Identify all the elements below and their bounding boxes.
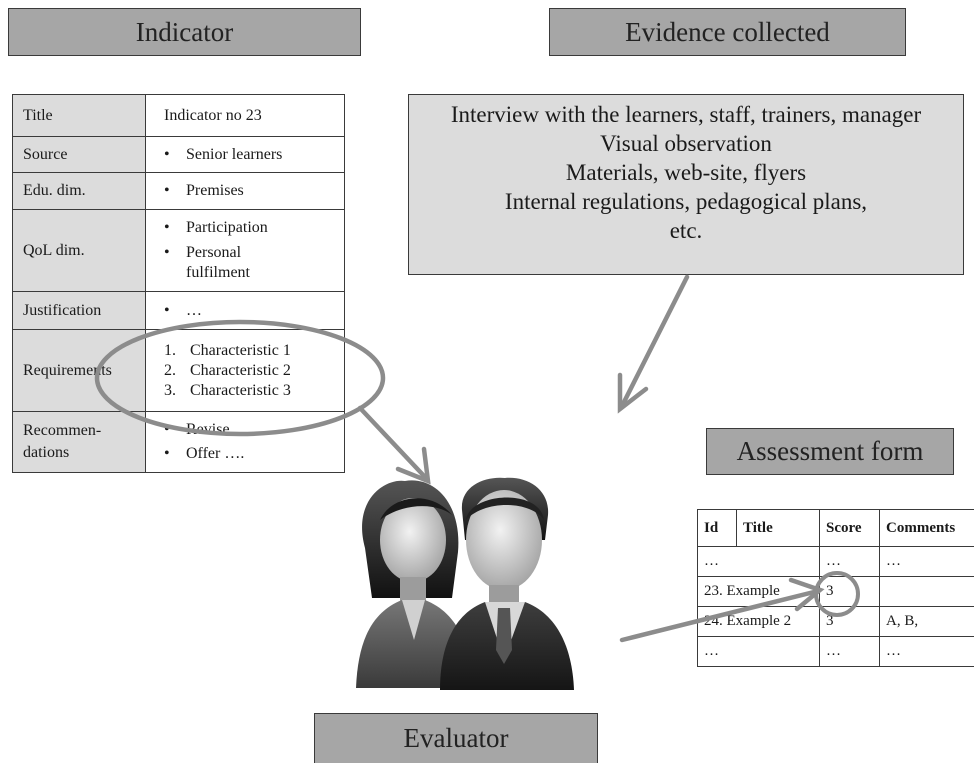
evaluator-people-icon [356, 478, 574, 690]
score-highlight-circle [816, 573, 858, 615]
arrow-evaluator-to-score [622, 580, 820, 640]
arrow-indicator-to-evaluator [360, 408, 428, 481]
arrow-evidence-to-evaluator [620, 277, 687, 409]
requirements-highlight-ellipse [97, 322, 383, 434]
